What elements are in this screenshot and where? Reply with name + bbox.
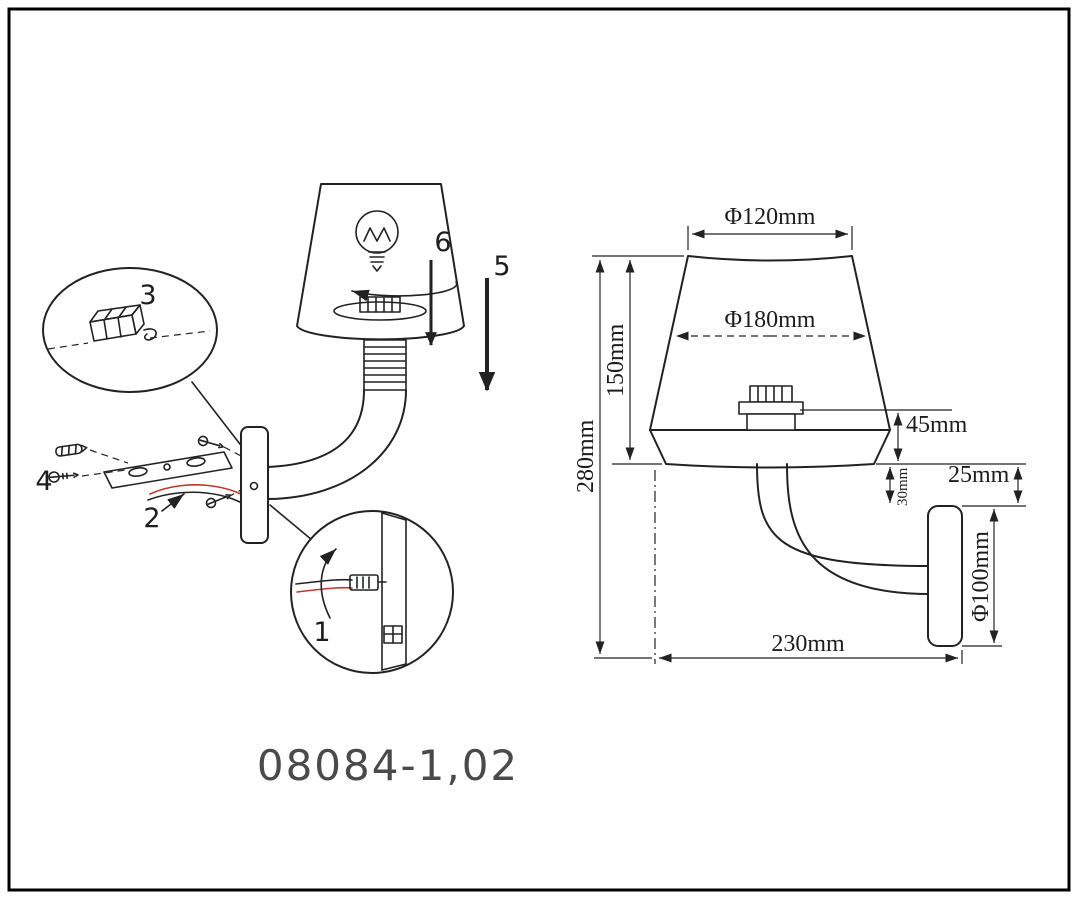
dim-label-gap-height: 25mm	[948, 462, 1010, 488]
dim-arm-gap: 30mm	[885, 467, 911, 506]
step6-label: 6	[434, 227, 451, 258]
dim-label-overall-height: 280mm	[573, 419, 599, 493]
model-number: 08084-1,02	[257, 741, 519, 790]
terminal-block-icon	[89, 304, 145, 342]
dim-label-arm-gap: 30mm	[895, 467, 911, 506]
screw-dash-top	[223, 446, 242, 457]
step2-label: 2	[143, 503, 160, 534]
dim-gap-height: 25mm	[948, 462, 1026, 507]
detail-wiring: 1	[290, 510, 454, 674]
step5-label: 5	[493, 251, 510, 282]
rotate-shade-arrow	[351, 281, 458, 302]
step5-shade-arrow: 5	[478, 251, 511, 392]
lamp-arm-dimensioned	[756, 463, 931, 595]
wire-to-terminal	[295, 574, 387, 593]
dim-label-trim-height: 45mm	[906, 412, 968, 438]
dim-shade-bottom-diameter: Φ180mm	[676, 307, 866, 341]
lamp-arm	[267, 389, 407, 500]
dim-trim-height: 45mm	[800, 409, 1026, 465]
wall-plate	[240, 426, 269, 544]
assembly-view: 6 5	[35, 183, 511, 674]
dim-shade-height: 150mm	[592, 255, 684, 465]
dim-label-top-diameter: Φ120mm	[725, 204, 816, 230]
dim-label-shade-height: 150mm	[603, 323, 629, 397]
wiring-leader-line	[269, 504, 313, 541]
backplate	[927, 505, 963, 647]
step2-pointer: 2	[143, 493, 185, 534]
socket-assembly	[738, 385, 804, 431]
bulb-icon	[355, 210, 399, 272]
wall-strip	[381, 512, 407, 671]
dim-overall-height: 280mm	[573, 260, 652, 659]
terminal-block-small-icon	[383, 625, 403, 644]
wall-anchor-icon	[55, 443, 88, 457]
dim-label-backplate-diameter: Φ100mm	[968, 531, 994, 622]
rotate-wire-arrow	[319, 548, 337, 619]
detail-terminal-block: 3	[42, 267, 218, 393]
page-border-frame	[7, 7, 1071, 892]
shade-dimensioned	[649, 255, 891, 469]
step3-label: 3	[139, 280, 156, 311]
wire-hook-icon	[143, 328, 157, 341]
dimension-view: Φ120mm Φ180mm 150mm 280mm	[573, 204, 1026, 664]
dim-shade-top-diameter: Φ120mm	[687, 204, 853, 250]
step6-insert-arrow: 6	[425, 227, 452, 347]
threaded-socket-tube	[363, 339, 407, 391]
terminal-leader-line	[191, 381, 244, 449]
anchor-align-dash	[89, 449, 129, 464]
screw-align-dash	[81, 469, 127, 477]
shade-trim-ring	[649, 429, 891, 469]
plate-screw-top-icon	[197, 435, 224, 449]
dim-label-overall-depth: 230mm	[771, 631, 845, 657]
screw-dash-bottom	[227, 489, 242, 498]
step4-label: 4	[35, 466, 52, 497]
mounting-bracket	[103, 451, 233, 489]
dim-label-bottom-diameter: Φ180mm	[725, 307, 816, 333]
step1-label: 1	[313, 617, 330, 648]
mount-screw-icon	[48, 471, 79, 483]
dim-backplate-diameter: Φ100mm	[962, 508, 1002, 647]
dim-overall-depth: 230mm	[654, 470, 963, 664]
